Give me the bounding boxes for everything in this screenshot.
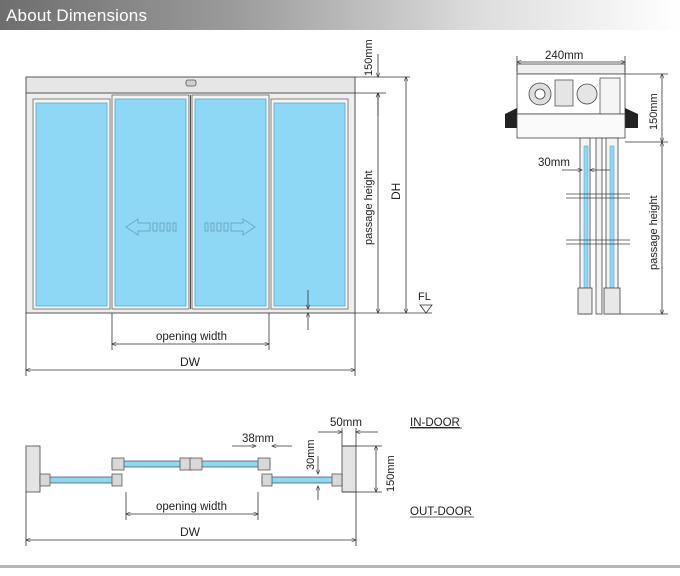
arrow-left-icon — [125, 218, 177, 236]
section-title: About Dimensions — [6, 6, 148, 25]
opening-width-label: opening width — [156, 331, 227, 343]
front-elevation: 150mm passage height DH FL opening width… — [25, 39, 433, 376]
side-section: 240mm 150mm 30mm passage height — [505, 50, 668, 314]
out-door-label: OUT-DOOR — [410, 506, 472, 518]
in-door-label: IN-DOOR — [410, 417, 460, 429]
dh-label: DH — [389, 183, 403, 200]
top-height-label: 150mm — [363, 39, 375, 76]
plan-dw-label: DW — [180, 525, 201, 539]
side-passage-height-label: passage height — [648, 195, 660, 270]
side-glass-inner — [583, 145, 589, 289]
plan-50-label: 50mm — [330, 417, 362, 429]
section-header: About Dimensions — [0, 0, 680, 30]
passage-height-label: passage height — [363, 170, 375, 245]
height-150-label: 150mm — [648, 93, 660, 130]
sliding-glass-left — [114, 98, 187, 307]
width-240-label: 240mm — [545, 50, 583, 62]
floor-level-icon — [419, 304, 433, 314]
fixed-glass-left — [35, 102, 108, 307]
arrow-right-icon — [204, 218, 256, 236]
plan-38-label: 38mm — [242, 433, 274, 445]
sliding-glass-right — [194, 98, 267, 307]
plan-fixed-left — [39, 476, 121, 484]
plan-view: 50mm 38mm 30mm 150mm opening width DW IN… — [26, 417, 474, 546]
fl-label: FL — [418, 291, 431, 303]
footer-rule — [0, 565, 680, 568]
side-glass-outer — [609, 145, 615, 289]
wall-left — [25, 445, 41, 493]
leaf-30-label: 30mm — [538, 157, 570, 169]
fixed-glass-right — [273, 102, 346, 307]
sensor-icon — [185, 79, 197, 87]
dw-label: DW — [180, 355, 201, 369]
plan-opening-width-label: opening width — [156, 501, 227, 513]
wall-right — [341, 445, 357, 493]
plan-fixed-right — [261, 476, 343, 484]
plan-30-label: 30mm — [305, 439, 317, 470]
plan-150-label: 150mm — [385, 455, 397, 492]
